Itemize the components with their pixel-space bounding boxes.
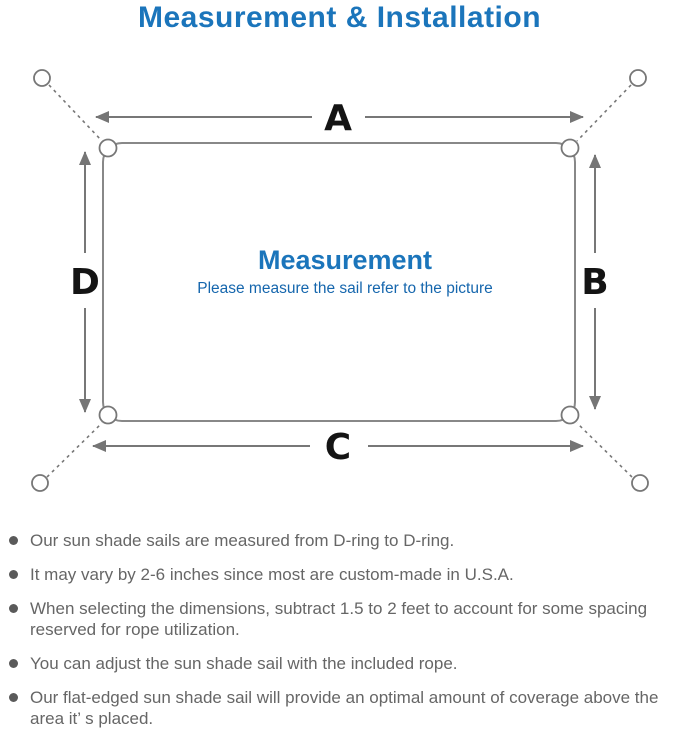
d-ring-top-left: [98, 138, 118, 158]
anchor-ring-top-right: [629, 69, 647, 87]
label-c: C: [325, 427, 351, 468]
page-title: Measurement & Installation: [137, 1, 542, 34]
label-d: D: [70, 262, 100, 303]
d-rings: [98, 138, 580, 425]
shade-sail: [102, 142, 576, 422]
note-text: You can adjust the sun shade sail with t…: [30, 654, 458, 673]
list-item: Our sun shade sails are measured from D-…: [9, 530, 673, 551]
label-b: B: [581, 262, 608, 303]
bullet-icon: [9, 570, 18, 579]
measurement-diagram: A B C D Measurement Please measure the s…: [31, 69, 649, 492]
label-a: A: [324, 98, 352, 139]
bullet-icon: [9, 604, 18, 613]
note-text: Our flat-edged sun shade sail will provi…: [30, 688, 659, 728]
measure-arrows: [79, 111, 601, 452]
d-ring-bottom-right: [560, 405, 580, 425]
bullet-icon: [9, 693, 18, 702]
bullet-icon: [9, 659, 18, 668]
anchor-ring-top-left: [33, 69, 51, 87]
center-subtitle: Please measure the sail refer to the pic…: [197, 280, 493, 297]
anchor-rings: [31, 69, 649, 492]
list-item: When selecting the dimensions, subtract …: [9, 598, 673, 640]
d-ring-bottom-left: [98, 405, 118, 425]
anchor-rope-lines: [46, 84, 633, 478]
dimension-labels: A B C D: [70, 98, 609, 468]
note-text: It may vary by 2-6 inches since most are…: [30, 565, 514, 584]
list-item: You can adjust the sun shade sail with t…: [9, 653, 673, 674]
anchor-ring-bottom-left: [31, 474, 49, 492]
notes-list: Our sun shade sails are measured from D-…: [9, 530, 673, 729]
center-heading: Measurement: [258, 245, 432, 275]
d-ring-top-right: [560, 138, 580, 158]
bullet-icon: [9, 536, 18, 545]
note-text: When selecting the dimensions, subtract …: [30, 599, 648, 639]
list-item: Our flat-edged sun shade sail will provi…: [9, 687, 673, 729]
note-text: Our sun shade sails are measured from D-…: [30, 531, 455, 550]
anchor-ring-bottom-right: [631, 474, 649, 492]
list-item: It may vary by 2-6 inches since most are…: [9, 564, 673, 585]
